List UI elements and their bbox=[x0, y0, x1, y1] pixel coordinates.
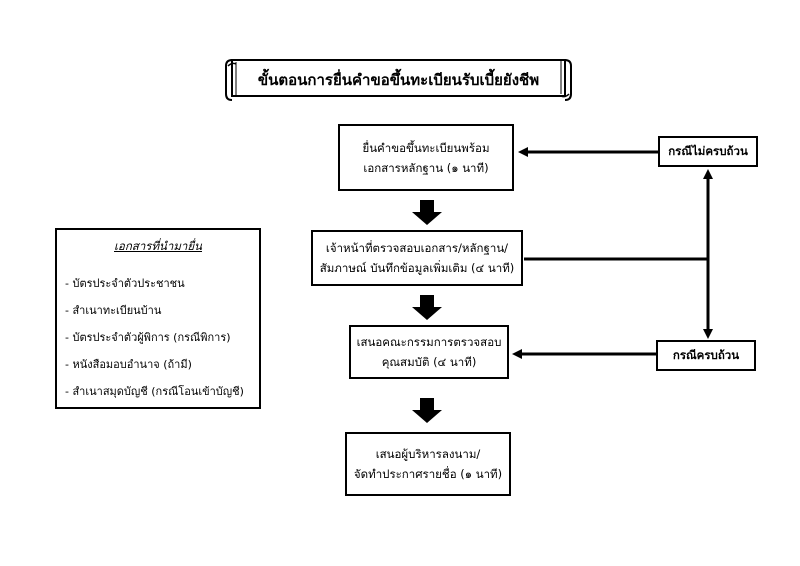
title-scroll-shape bbox=[225, 59, 572, 101]
incomplete-case-box: กรณีไม่ครบถ้วน bbox=[658, 136, 758, 167]
document-item: - บัตรประจำตัวผู้พิการ (กรณีพิการ) bbox=[65, 331, 231, 344]
arrowhead-to-step3 bbox=[512, 349, 522, 359]
step-3-line-2: คุณสมบัติ (๔ นาที) bbox=[381, 355, 477, 369]
step-2-line-1: เจ้าหน้าที่ตรวจสอบเอกสาร/หลักฐาน/ bbox=[325, 241, 509, 255]
step-4-line-2: จัดทำประกาศรายชื่อ (๑ นาที) bbox=[353, 467, 503, 481]
step-4-line-1: เสนอผู้บริหารลงนาม/ bbox=[375, 447, 481, 461]
complete-case-label: กรณีครบถ้วน bbox=[672, 347, 740, 362]
step-2-box: เจ้าหน้าที่ตรวจสอบเอกสาร/หลักฐาน/ สัมภาษ… bbox=[311, 230, 523, 286]
down-arrow-3 bbox=[412, 398, 442, 423]
diagram-title: ขั้นตอนการยื่นคำขอขึ้นทะเบียนรับเบี้ยยัง… bbox=[257, 71, 540, 89]
arrowhead-down bbox=[703, 329, 713, 339]
step-3-line-1: เสนอคณะกรรมการตรวจสอบ bbox=[356, 335, 502, 349]
document-item: - สำเนาสมุดบัญชี (กรณีโอนเข้าบัญชี) bbox=[65, 385, 244, 398]
title-banner: ขั้นตอนการยื่นคำขอขึ้นทะเบียนรับเบี้ยยัง… bbox=[230, 58, 567, 98]
document-item: - หนังสือมอบอำนาจ (ถ้ามี) bbox=[65, 358, 192, 371]
feedback-lines bbox=[520, 150, 710, 356]
documents-heading: เอกสารที่นำมายื่น bbox=[114, 239, 202, 253]
step-1-line-2: เอกสารหลักฐาน (๑ นาที) bbox=[363, 160, 489, 175]
step-3-box: เสนอคณะกรรมการตรวจสอบ คุณสมบัติ (๔ นาที) bbox=[349, 325, 509, 379]
arrowhead-to-step1 bbox=[518, 147, 528, 157]
required-documents-box: เอกสารที่นำมายื่น - บัตรประจำตัวประชาชน … bbox=[55, 228, 261, 409]
document-item: - บัตรประจำตัวประชาชน bbox=[65, 277, 185, 290]
step-2-line-2: สัมภาษณ์ บันทึกข้อมูลเพิ่มเติม (๔ นาที) bbox=[319, 261, 515, 275]
down-arrow-1 bbox=[412, 200, 442, 225]
complete-case-box: กรณีครบถ้วน bbox=[656, 340, 756, 371]
step-4-box: เสนอผู้บริหารลงนาม/ จัดทำประกาศรายชื่อ (… bbox=[345, 432, 511, 496]
step-1-box: ยื่นคำขอขึ้นทะเบียนพร้อม เอกสารหลักฐาน (… bbox=[338, 124, 514, 191]
arrowhead-up bbox=[703, 169, 713, 179]
incomplete-case-label: กรณีไม่ครบถ้วน bbox=[668, 143, 748, 158]
document-item: - สำเนาทะเบียนบ้าน bbox=[65, 304, 162, 317]
down-arrow-2 bbox=[412, 295, 442, 320]
step-1-line-1: ยื่นคำขอขึ้นทะเบียนพร้อม bbox=[362, 140, 490, 155]
